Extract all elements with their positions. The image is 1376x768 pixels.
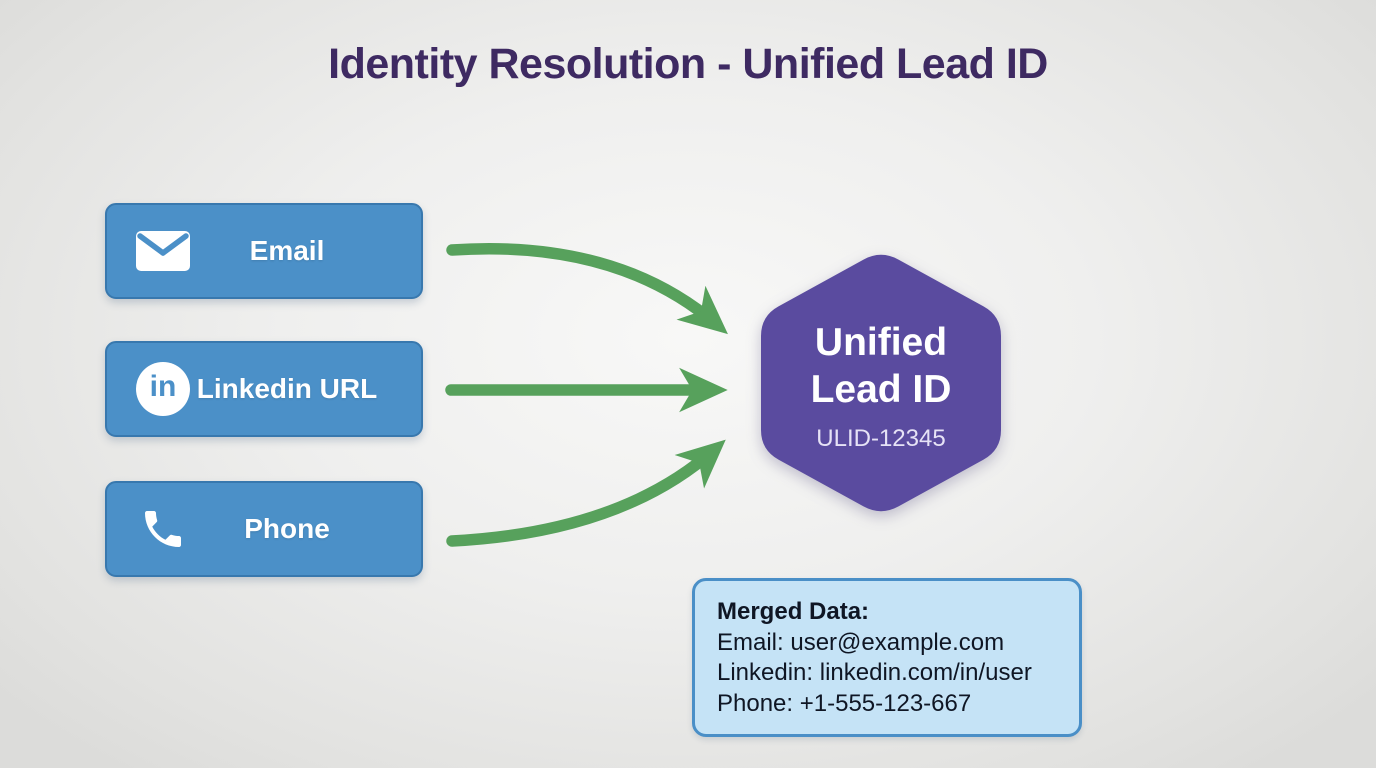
unified-title-line2: Lead ID <box>810 368 952 411</box>
page-title: Identity Resolution - Unified Lead ID <box>328 40 1048 88</box>
source-box-linkedin: in Linkedin URL <box>105 341 423 437</box>
unified-lead-id-value: ULID-12345 <box>816 425 946 452</box>
merged-data-linkedin: Linkedin: linkedin.com/in/user <box>717 659 1032 686</box>
hexagon-shape <box>761 254 1001 512</box>
merged-data-panel: Merged Data: Email: user@example.com Lin… <box>692 578 1082 737</box>
source-box-email: Email <box>105 203 423 299</box>
arrow-phone-to-unified <box>446 439 726 547</box>
email-icon <box>133 230 193 272</box>
merged-data-phone: Phone: +1-555-123-667 <box>717 689 972 717</box>
source-label-linkedin: Linkedin URL <box>196 373 378 404</box>
phone-icon <box>133 505 193 553</box>
source-label-phone: Phone <box>244 513 330 544</box>
hexagon-text-block: Unified Lead ID ULID-12345 <box>759 249 1003 517</box>
linkedin-icon: in <box>133 362 193 416</box>
merged-data-heading: Merged Data: <box>717 598 870 625</box>
source-label-email: Email <box>249 235 325 266</box>
merged-data-email: Email: user@example.com <box>717 628 1005 656</box>
arrow-email-to-unified <box>446 242 728 335</box>
linkedin-glyph: in <box>136 362 190 416</box>
unified-title-line1: Unified <box>814 321 948 364</box>
source-box-phone: Phone <box>105 481 423 577</box>
unified-lead-hexagon: Unified Lead ID ULID-12345 <box>759 249 1003 517</box>
